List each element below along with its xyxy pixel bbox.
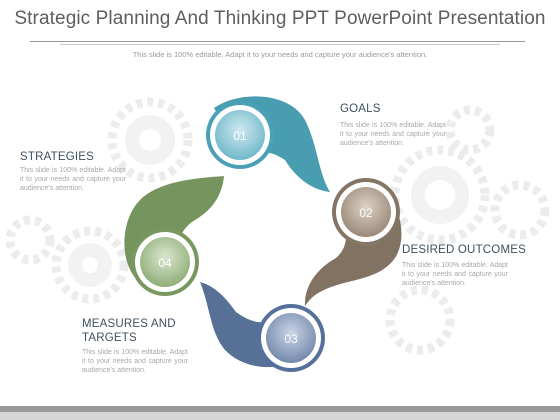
slide-subtitle: This slide is 100% editable. Adapt it to…: [132, 50, 428, 59]
slide-title: Strategic Planning And Thinking PPT Powe…: [14, 8, 546, 29]
step-03-number: 03: [284, 332, 298, 346]
step-01-number: 01: [233, 129, 247, 143]
title-divider-secondary: [60, 44, 500, 45]
step-04-circle: [131, 228, 199, 296]
desired-outcomes-description: This slide is 100% editable. Adapt it to…: [402, 262, 508, 287]
footer-bar-light: [0, 412, 560, 420]
desired-outcomes-heading: DESIRED OUTCOMES: [402, 244, 526, 256]
measures-and-targets-description: This slide is 100% editable. Adapt it to…: [82, 349, 188, 374]
step-03-circle: [257, 304, 325, 372]
strategies-heading: STRATEGIES: [20, 151, 94, 163]
step-04-number: 04: [158, 256, 172, 270]
background-gears: [5, 97, 550, 355]
strategies-description: This slide is 100% editable. Adapt it to…: [20, 167, 126, 192]
goals-description: This slide is 100% editable. Adapt it to…: [340, 122, 446, 147]
step-01-circle: [206, 101, 274, 169]
goals-heading: GOALS: [340, 103, 381, 115]
step-02-circle: [332, 178, 400, 246]
step-02-number: 02: [359, 206, 373, 220]
footer-bar: [0, 406, 560, 412]
measures-and-targets-heading: MEASURES AND TARGETS: [82, 318, 176, 344]
title-divider: [30, 41, 525, 42]
